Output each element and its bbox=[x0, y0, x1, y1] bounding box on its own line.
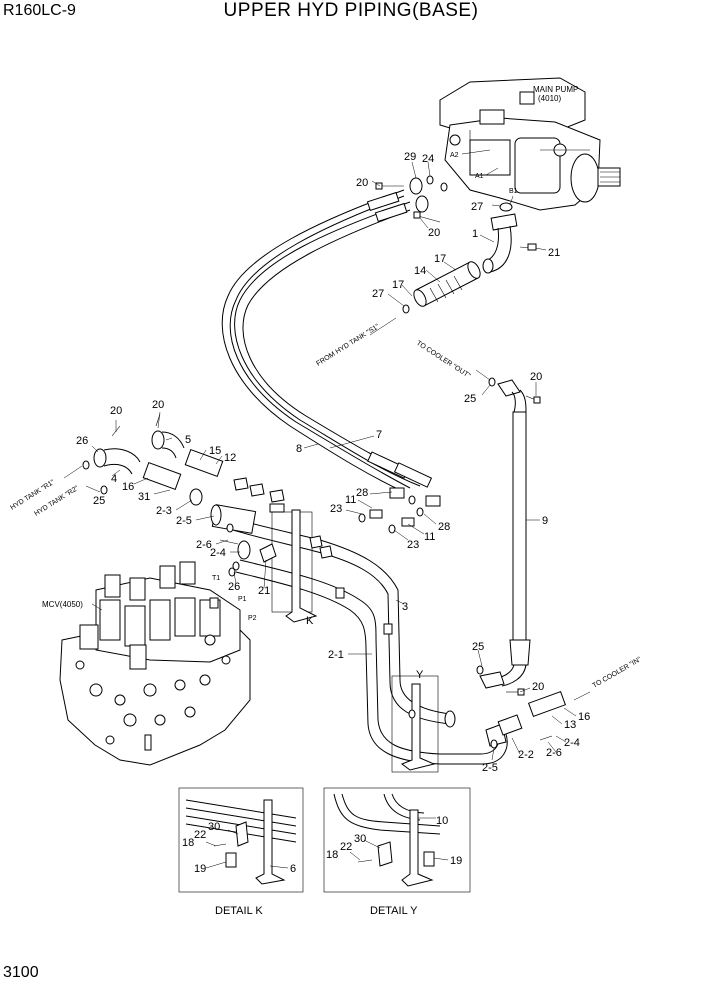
callout-numbers: 20 29 24 20 27 1 21 17 14 17 27 20 25 9 … bbox=[76, 151, 590, 875]
return-fittings bbox=[82, 413, 224, 506]
suction-hose bbox=[402, 261, 481, 314]
callout: 3 bbox=[402, 601, 408, 613]
note-cooler-in: TO COOLER "IN" bbox=[592, 656, 644, 690]
callout: 20 bbox=[110, 405, 122, 417]
callout: 22 bbox=[194, 829, 206, 841]
bracket-y bbox=[391, 675, 439, 773]
note-cooler-out: TO COOLER "OUT" bbox=[415, 340, 472, 380]
callout: 17 bbox=[434, 253, 446, 265]
callout: 7 bbox=[376, 429, 382, 441]
page-title: UPPER HYD PIPING(BASE) bbox=[223, 0, 479, 21]
mcv-block bbox=[59, 561, 251, 766]
detail-y-label: DETAIL Y bbox=[370, 905, 418, 917]
callout: 18 bbox=[326, 849, 338, 861]
y-marker: Y bbox=[416, 669, 424, 681]
callout: 17 bbox=[392, 279, 404, 291]
callout: 16 bbox=[122, 481, 134, 493]
port-b1-label: B1 bbox=[509, 188, 518, 195]
callout: 30 bbox=[354, 833, 366, 845]
callout: 2-5 bbox=[176, 515, 192, 527]
callout: 9 bbox=[542, 515, 548, 527]
callout: 23 bbox=[407, 539, 419, 551]
note-hyd-tank-s1: FROM HYD TANK "S1" bbox=[315, 323, 381, 368]
fittings bbox=[358, 487, 441, 534]
callout: 20 bbox=[532, 681, 544, 693]
main-pump bbox=[439, 77, 621, 211]
callout: 28 bbox=[356, 487, 368, 499]
callout: 19 bbox=[194, 863, 206, 875]
callout: 1 bbox=[472, 228, 478, 240]
callout: 23 bbox=[330, 503, 342, 515]
callout: 29 bbox=[404, 151, 416, 163]
callout: 2-6 bbox=[196, 539, 212, 551]
port-p1-label: P1 bbox=[238, 596, 247, 603]
callout: 21 bbox=[548, 247, 560, 259]
callout: 25 bbox=[472, 641, 484, 653]
port-p2-label: P2 bbox=[248, 615, 257, 622]
callout: 11 bbox=[345, 494, 356, 506]
k-marker: K bbox=[306, 615, 314, 627]
port-t1-label: T1 bbox=[212, 575, 220, 582]
callout: 5 bbox=[185, 434, 191, 446]
callout: 14 bbox=[414, 265, 426, 277]
callout: 2-6 bbox=[546, 747, 562, 759]
callout: 16 bbox=[578, 711, 590, 723]
callout: 2-5 bbox=[482, 762, 498, 774]
callout: 27 bbox=[372, 288, 384, 300]
pump-bolts bbox=[375, 182, 441, 223]
bracket-k bbox=[269, 503, 318, 623]
main-pump-code: (4010) bbox=[538, 94, 561, 103]
cooler-pipe-9 bbox=[476, 377, 541, 696]
callout: 24 bbox=[422, 153, 434, 165]
model-number: R160LC-9 bbox=[3, 2, 76, 19]
port-a1-label: A1 bbox=[475, 173, 484, 180]
hose-7-8 bbox=[221, 189, 433, 493]
callout: 26 bbox=[76, 435, 88, 447]
callout: 22 bbox=[340, 841, 352, 853]
callout: 25 bbox=[93, 495, 105, 507]
callout: 21 bbox=[258, 585, 270, 597]
detail-k-label: DETAIL K bbox=[215, 905, 263, 917]
callout: 4 bbox=[111, 473, 117, 485]
pump-flanges bbox=[409, 175, 518, 231]
callout: 10 bbox=[436, 815, 448, 827]
main-pump-label: MAIN PUMP bbox=[533, 85, 578, 94]
callout: 20 bbox=[152, 399, 164, 411]
callout: 26 bbox=[228, 581, 240, 593]
callout: 20 bbox=[428, 227, 440, 239]
callout: 2-4 bbox=[210, 547, 226, 559]
callout: 12 bbox=[224, 452, 236, 464]
callout: 19 bbox=[450, 855, 462, 867]
callout: 27 bbox=[471, 201, 483, 213]
callout: 6 bbox=[290, 863, 296, 875]
k-area-fittings bbox=[226, 477, 333, 577]
callout: 25 bbox=[464, 393, 476, 405]
pipe-3-2-1 bbox=[210, 504, 567, 765]
mcv-label: MCV(4050) bbox=[42, 600, 83, 609]
detail-k-box bbox=[178, 787, 304, 893]
detail-y-box bbox=[323, 787, 471, 893]
callout: 15 bbox=[209, 445, 221, 457]
callout: 28 bbox=[438, 521, 450, 533]
callout: 2-4 bbox=[564, 737, 580, 749]
callout: 13 bbox=[564, 719, 576, 731]
callout-leaders bbox=[91, 161, 577, 869]
callout: 11 bbox=[424, 531, 435, 543]
callout: 2-2 bbox=[518, 749, 534, 761]
callout: 30 bbox=[208, 821, 220, 833]
callout: 2-1 bbox=[328, 649, 344, 661]
callout: 18 bbox=[182, 837, 194, 849]
callout: 31 bbox=[138, 491, 150, 503]
callout: 2-3 bbox=[156, 505, 172, 517]
callout: 20 bbox=[530, 371, 542, 383]
page-number: 3100 bbox=[3, 964, 39, 981]
port-a2-label: A2 bbox=[450, 152, 459, 159]
callout: 8 bbox=[296, 443, 302, 455]
callout: 20 bbox=[356, 177, 368, 189]
